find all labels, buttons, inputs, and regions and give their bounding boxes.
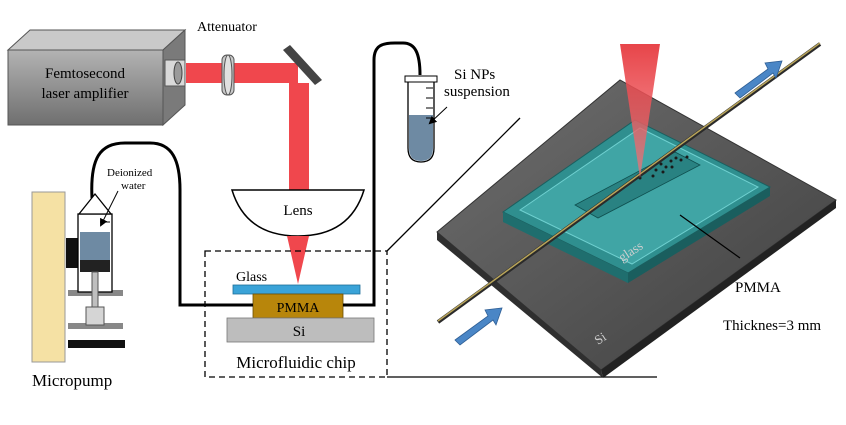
- pump-frame: [31, 191, 66, 363]
- mirror: [283, 45, 322, 85]
- laser-cone: [620, 44, 660, 178]
- pmma-3d-label: PMMA: [735, 280, 781, 296]
- focused-beam: [287, 236, 309, 284]
- si-nps-arrow: [428, 106, 448, 125]
- laser-label-line2: laser amplifier: [41, 86, 128, 102]
- deionized-label-line2: water: [121, 180, 146, 192]
- chip-3d-view: glass Si: [436, 42, 837, 378]
- tube-highlight: [437, 42, 821, 322]
- pmma-side-left: [503, 212, 628, 283]
- si-label: Si: [293, 324, 306, 340]
- lens: Lens: [230, 189, 366, 237]
- attenuator: [221, 54, 235, 96]
- chip-boundary: [204, 250, 388, 378]
- zoom-line-top: [386, 117, 521, 252]
- si-plate-side-left: [437, 232, 603, 378]
- pmma-label: PMMA: [277, 301, 321, 316]
- outlet-tube: [343, 41, 422, 307]
- pmma-side-right: [628, 187, 770, 283]
- laser-beam-vertical: [289, 83, 309, 191]
- deionized-label-line1: Deionized: [107, 167, 153, 179]
- femtosecond-laser-amplifier: Femtosecond laser amplifier: [6, 28, 187, 127]
- lens-label: Lens: [283, 203, 312, 219]
- microfluidic-chip-label: Microfluidic chip: [236, 353, 355, 372]
- micropump: [31, 191, 125, 363]
- glass-label: Glass: [236, 270, 267, 285]
- inlet-tube: [90, 141, 253, 307]
- micropump-label: Micropump: [32, 371, 112, 390]
- flow-arrow-out: [734, 60, 783, 99]
- laser-label-line1: Femtosecond: [45, 66, 125, 82]
- microfluidic-chip-layers: [226, 284, 375, 343]
- si-nps-vial: [404, 75, 438, 163]
- si-substrate: [226, 317, 375, 343]
- flow-arrow-in: [454, 307, 503, 346]
- thickness-label: Thicknes=3 mm: [723, 318, 821, 334]
- deionized-arrow: [100, 190, 119, 227]
- laser-beam-horizontal: [186, 63, 298, 83]
- si-nps-label-line2: suspension: [444, 84, 510, 100]
- si-plate-side-right: [601, 200, 836, 378]
- tube-through-chip: [436, 42, 822, 324]
- attenuator-label: Attenuator: [197, 20, 257, 35]
- glass-layer: [232, 284, 361, 295]
- si-nps-label-line1: Si NPs: [454, 67, 495, 83]
- pmma-pointer: [679, 214, 741, 259]
